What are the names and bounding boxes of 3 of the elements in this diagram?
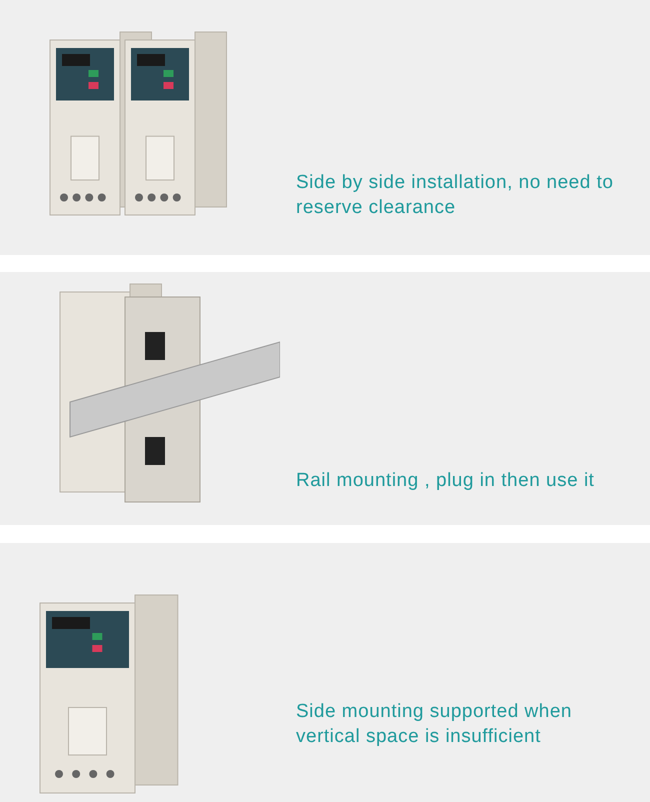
caption-text: Side by side installation, no need to reserve clearance xyxy=(296,171,614,220)
caption-text: Rail mounting , plug in then use it xyxy=(296,469,596,493)
caption-text: Side mounting supported when vertical space is insufficient xyxy=(296,700,573,749)
